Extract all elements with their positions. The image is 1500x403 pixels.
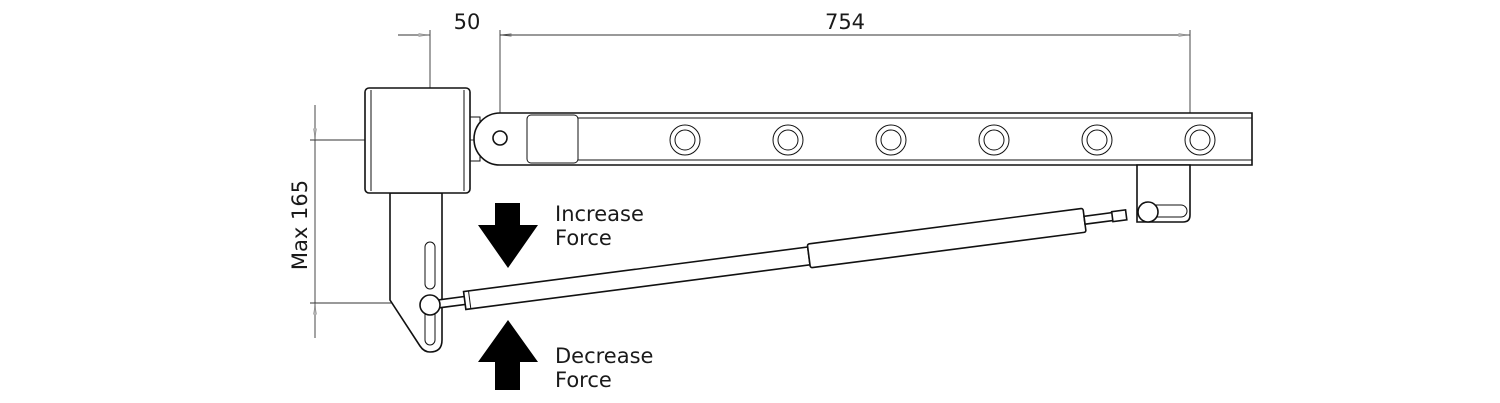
wall-bracket [389,192,443,353]
adjustment-hole [978,124,1010,156]
adjustment-hole [875,124,907,156]
strut-ball-joint-lower [419,294,441,316]
adjustment-hole [983,129,1005,151]
arrow-down-icon [478,203,538,268]
dimension-50: 50 [454,10,481,34]
dimension-754: 754 [825,10,865,34]
adjustment-hole [880,129,902,151]
adjustment-hole [1086,129,1108,151]
adjustment-hole [669,124,701,156]
horizontal-dimensions: 50 754 [398,10,1191,305]
increase-label: Increase [555,202,644,226]
arrow-up-icon [478,320,538,390]
strut-ball-joint-upper [1137,201,1159,223]
adjustment-hole [674,129,696,151]
hinge-block [364,87,471,194]
adjustment-hole [1189,129,1211,151]
adjustment-hole [777,129,799,151]
increase-force-label: Force [555,226,612,250]
pivot-hole [492,130,508,146]
decrease-force-label: Force [555,368,612,392]
adjustment-hole [1081,124,1113,156]
adjustment-hole [772,124,804,156]
arm [469,112,1253,166]
gas-strut [436,207,1128,311]
decrease-label: Decrease [555,344,653,368]
adjustment-hole [1184,124,1216,156]
dimension-max-165: Max 165 [288,180,312,270]
